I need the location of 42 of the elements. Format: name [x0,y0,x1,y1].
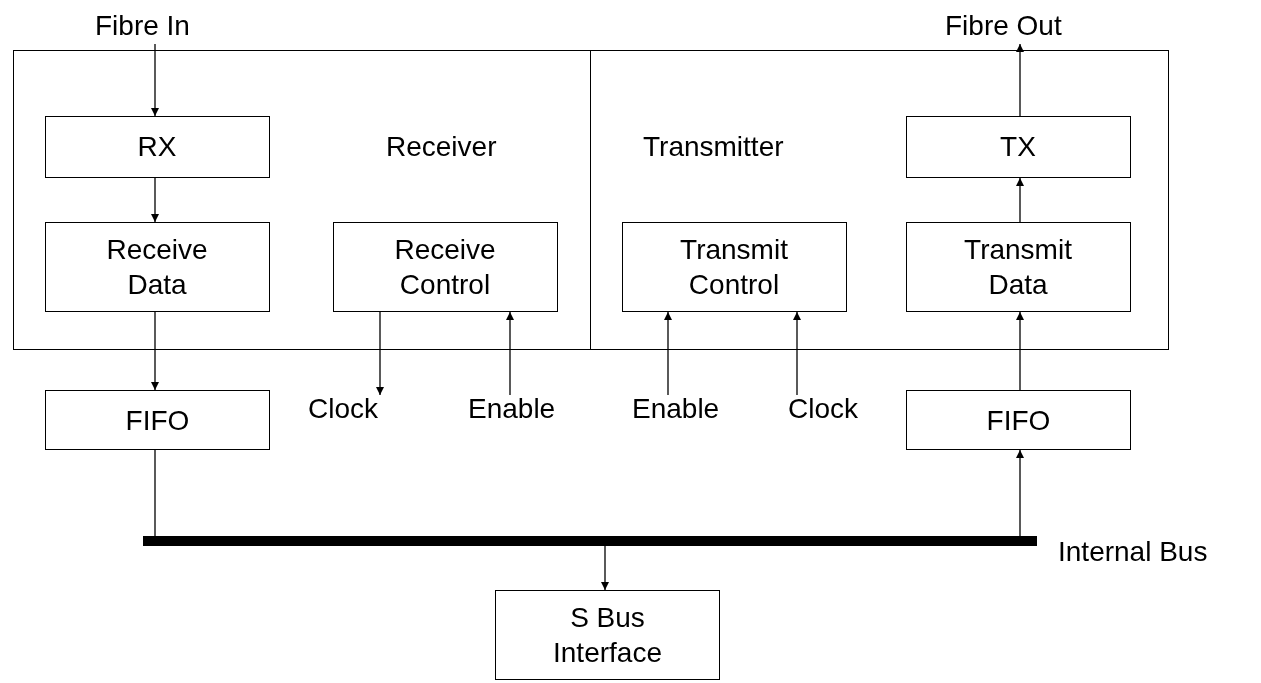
process-box [621,221,847,312]
signal-label: Fibre Out [945,12,1105,44]
arrow [1016,449,1024,537]
box-label: TX [1000,130,1036,164]
process-box [906,390,1131,450]
box-label: FIFO [986,403,1051,438]
process-box [45,390,270,450]
signal-label: Clock [308,395,408,427]
section-title: Transmitter [643,133,784,161]
process-box [905,221,1131,312]
box-label: Receive Data [105,232,209,302]
process-box [44,221,270,312]
section-title: Receiver [386,133,497,161]
arrow [376,311,384,396]
arrow [1016,177,1024,223]
arrow [1016,43,1024,117]
arrow [151,311,159,391]
box-label: RX [137,130,177,164]
arrow [793,311,801,396]
arrow [664,311,672,396]
bus-bar [143,536,1037,546]
box-label: Receive Control [393,232,497,302]
arrow [506,311,514,396]
box-label: Transmit Data [963,232,1073,302]
box-label: FIFO [125,403,190,438]
process-box [495,590,720,680]
signal-label: Fibre In [95,12,225,44]
arrow [151,43,159,117]
arrow [1016,311,1024,391]
bus-label: Internal Bus [1058,538,1208,566]
signal-label: Enable [468,395,568,427]
section-box [13,50,591,350]
section-box [590,50,1169,350]
signal-label: Enable [632,395,732,427]
arrow [601,545,609,591]
process-box [905,115,1131,178]
process-box [44,115,270,178]
box-label: Transmit Control [679,232,789,302]
process-box [332,221,558,312]
box-label: S Bus Interface [552,601,663,670]
signal-label: Clock [788,395,888,427]
arrow [151,177,159,223]
